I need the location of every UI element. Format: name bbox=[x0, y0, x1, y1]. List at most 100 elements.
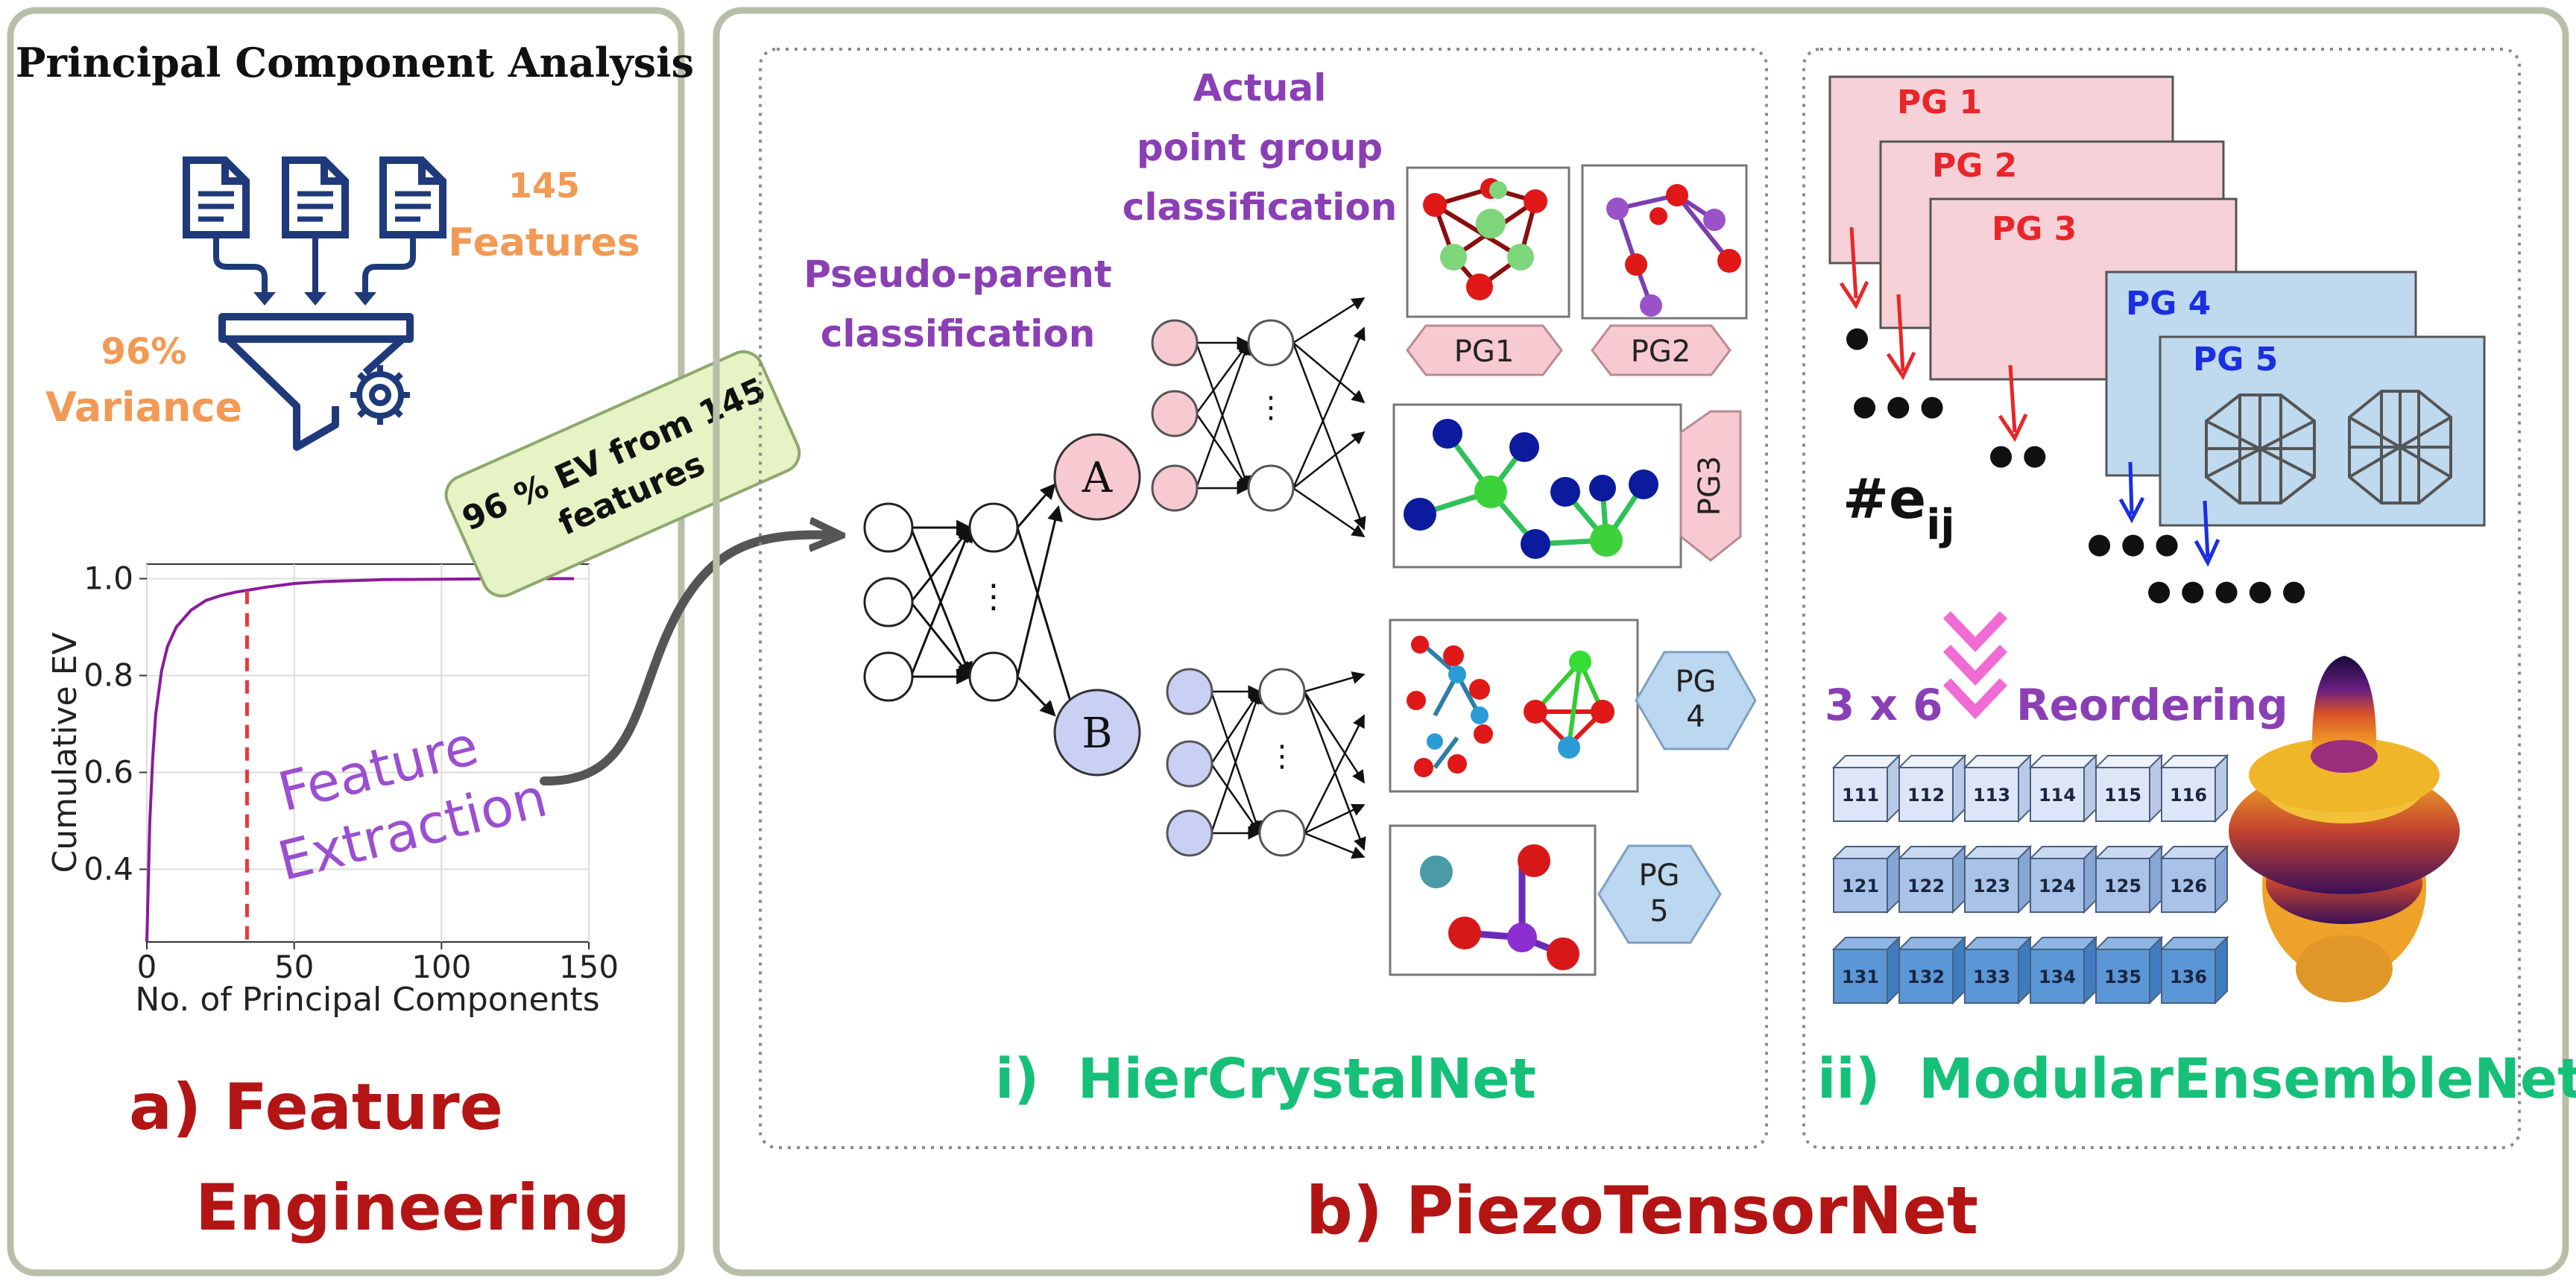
tensor-cube: 112 bbox=[1897, 753, 1967, 823]
variance-pct: 96% bbox=[101, 331, 187, 373]
crystal-pg5 bbox=[1389, 824, 1597, 976]
funnel-icon bbox=[218, 313, 414, 451]
lattice-icon bbox=[2205, 393, 2316, 505]
pca-title: Principal Component Analysis bbox=[16, 39, 694, 86]
output-dots-pg4: ● ● ● bbox=[2087, 527, 2179, 560]
node-a bbox=[1053, 433, 1141, 521]
funnel-arrowheads bbox=[253, 292, 376, 306]
card-pg1-label: PG 1 bbox=[1897, 83, 1982, 121]
tensor-cube: 125 bbox=[2094, 844, 2164, 914]
features-count: 145 bbox=[508, 165, 580, 206]
tensor-cube-label: 111 bbox=[1842, 785, 1879, 806]
callout-box bbox=[444, 350, 801, 598]
funnel-arrows bbox=[213, 238, 416, 294]
card-pg2-label: PG 2 bbox=[1932, 147, 2017, 185]
pseudo-parent-line-2: classification bbox=[821, 312, 1096, 355]
subnet-a-edges bbox=[1195, 297, 1366, 538]
tensor-cube-label: 136 bbox=[2170, 967, 2207, 987]
variance-word: Variance bbox=[45, 384, 242, 431]
tensor-cube-label: 133 bbox=[1973, 967, 2010, 987]
tensor-cube: 116 bbox=[2159, 753, 2229, 823]
panel-b-border bbox=[713, 7, 2569, 1277]
tensor-cube-label: 134 bbox=[2039, 967, 2076, 987]
tensor-cube-label: 122 bbox=[1907, 876, 1945, 896]
output-dots-pg5: ● ● ● ● ● bbox=[2147, 574, 2306, 607]
parent-network bbox=[909, 483, 1081, 725]
eij-subscript: ij bbox=[1926, 501, 1954, 549]
tensor-cube-label: 125 bbox=[2104, 876, 2141, 896]
output-dots-pg2: ● ● ● bbox=[1852, 389, 1945, 422]
node-b-label: B bbox=[1082, 709, 1112, 758]
tensor-cube: 132 bbox=[1897, 935, 1967, 1005]
output-dots-pg1: ● bbox=[1845, 320, 1869, 353]
tensor-cube: 111 bbox=[1831, 753, 1901, 823]
tensor-cube-label: 121 bbox=[1842, 876, 1879, 896]
matrix-size-label: 3 x 6 bbox=[1825, 680, 1943, 730]
document-icon bbox=[183, 156, 250, 238]
tensor-cube-label: 131 bbox=[1842, 967, 1879, 987]
crystal-pg1 bbox=[1406, 166, 1570, 318]
hier-subpanel-border bbox=[759, 48, 1768, 1149]
x-tick-label: 50 bbox=[274, 949, 314, 985]
pg3-tag: PG3 bbox=[1679, 410, 1742, 562]
tensor-cube: 136 bbox=[2159, 935, 2229, 1005]
output-arrows bbox=[1839, 227, 2220, 567]
hier-subpanel-label: i) HierCrystalNet bbox=[995, 1047, 1536, 1111]
tensor-cube: 123 bbox=[1963, 844, 2033, 914]
pg1-label: PG1 bbox=[1454, 335, 1515, 369]
pseudo-parent-line-1: Pseudo-parent bbox=[804, 253, 1112, 296]
crystal-pg3 bbox=[1392, 403, 1682, 569]
card-pg4-label: PG 4 bbox=[2126, 285, 2211, 323]
tensor-cube: 135 bbox=[2094, 935, 2164, 1005]
tensor-cube-label: 126 bbox=[2170, 876, 2207, 896]
y-axis-ticks: 0.40.60.81.0 bbox=[83, 560, 147, 888]
tensor-cube-label: 113 bbox=[1973, 785, 2010, 806]
connector-arrow bbox=[540, 535, 831, 786]
plot-frame bbox=[146, 563, 590, 943]
parent-ellipsis: ⋮ bbox=[977, 578, 1010, 616]
actual-pg-line-1: Actual bbox=[1193, 66, 1327, 110]
tensor-cube-label: 116 bbox=[2170, 785, 2207, 806]
panel-b-label: b) PiezoTensorNet bbox=[1306, 1172, 1978, 1249]
eij-main: #e bbox=[1843, 467, 1926, 531]
y-tick-label: 0.6 bbox=[83, 754, 133, 791]
subnet-b-edges bbox=[1210, 671, 1366, 859]
parent-network-nodes bbox=[863, 502, 1019, 702]
pg4-label-line-2: 4 bbox=[1686, 700, 1705, 734]
tensor-cube: 134 bbox=[2028, 935, 2098, 1005]
y-axis-label: Cumulative EV bbox=[46, 632, 84, 873]
tensor-cube: 114 bbox=[2028, 753, 2098, 823]
cumulative-ev-line bbox=[145, 577, 575, 943]
tensor-cube: 131 bbox=[1831, 935, 1901, 1005]
pg5-tag: PG 5 bbox=[1597, 844, 1722, 944]
pg4-tag: PG 4 bbox=[1635, 651, 1757, 750]
subnet-b-ellipsis: ⋮ bbox=[1267, 739, 1297, 774]
tensor-cube-label: 115 bbox=[2104, 785, 2141, 806]
features-word: Features bbox=[448, 221, 640, 265]
feature-extraction-label: Feature Extraction bbox=[272, 714, 553, 893]
panel-a-label-line-1: a) Feature bbox=[129, 1070, 503, 1145]
modular-subpanel-border bbox=[1802, 48, 2521, 1149]
tensor-cube: 113 bbox=[1963, 753, 2033, 823]
eij-label: #eij bbox=[1843, 467, 1955, 549]
x-tick-label: 150 bbox=[559, 949, 619, 985]
tensor-cube: 133 bbox=[1963, 935, 2033, 1005]
chevron-down-icon bbox=[1942, 611, 2008, 720]
pg-cards bbox=[1828, 75, 2486, 527]
tensor-cube-label: 132 bbox=[1907, 967, 1945, 987]
y-tick-label: 0.8 bbox=[83, 657, 133, 694]
tensor-cube: 122 bbox=[1897, 844, 1967, 914]
tensor-cube: 121 bbox=[1831, 844, 1901, 914]
y-tick-label: 1.0 bbox=[83, 560, 133, 597]
pg2-tag: PG2 bbox=[1591, 324, 1731, 376]
node-b bbox=[1053, 689, 1141, 777]
output-dots-pg3: ● ● bbox=[1989, 438, 2047, 471]
tensor-cube-label: 135 bbox=[2104, 967, 2141, 987]
crystal-pg2 bbox=[1581, 164, 1748, 320]
tensor-cube: 126 bbox=[2159, 844, 2229, 914]
pg2-label: PG2 bbox=[1631, 335, 1691, 369]
panel-a-label-line-2: Engineering bbox=[195, 1171, 631, 1245]
